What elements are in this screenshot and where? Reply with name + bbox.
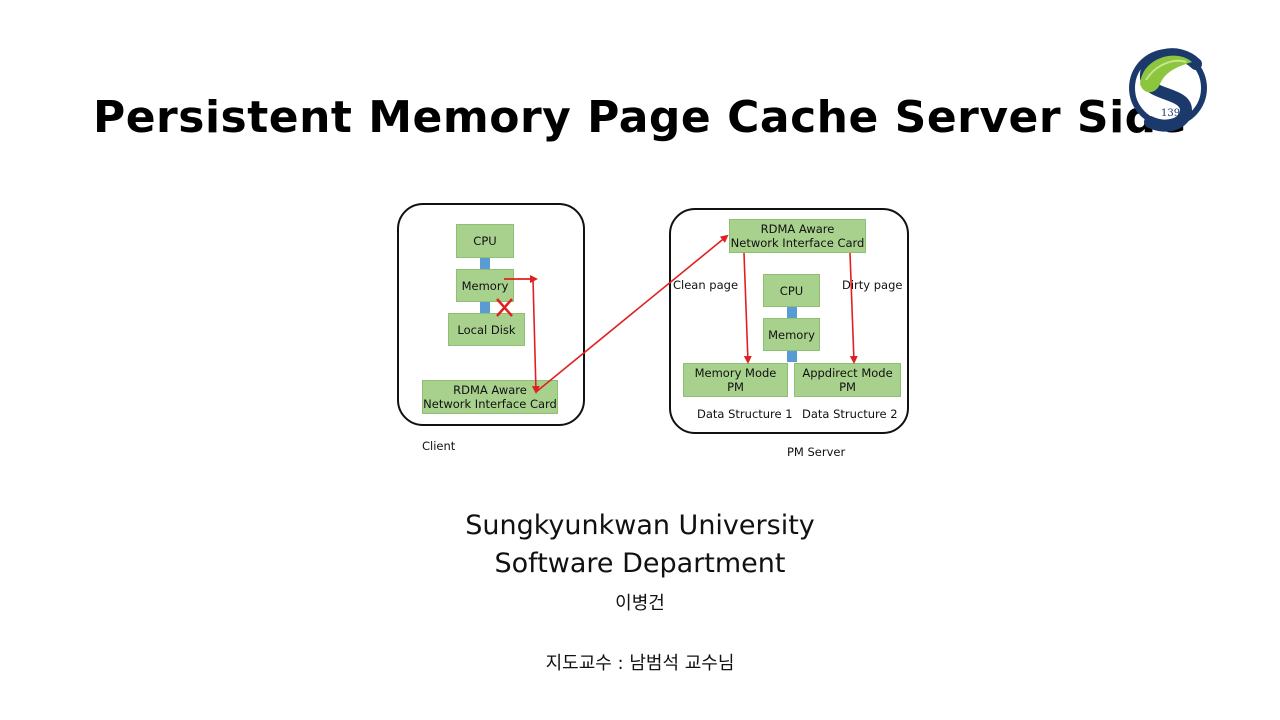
university-logo: 1398 xyxy=(1129,48,1207,132)
slide-title: Persistent Memory Page Cache Server Side xyxy=(92,92,1188,143)
appdirect-mode-pm-box: Appdirect Mode PM xyxy=(794,363,901,397)
department-name: Software Department xyxy=(494,548,786,579)
client-local-disk-box: Local Disk xyxy=(448,313,525,346)
advisor-line: 지도교수 : 남범석 교수님 xyxy=(545,653,735,674)
client-memory-box: Memory xyxy=(456,269,514,302)
data-structure-1-label: Data Structure 1 xyxy=(697,407,793,421)
server-bus-2 xyxy=(787,351,797,362)
client-caption: Client xyxy=(422,439,456,453)
university-name: Sungkyunkwan University xyxy=(465,510,815,541)
server-cpu-box: CPU xyxy=(763,274,820,307)
memory-mode-pm-box: Memory Mode PM xyxy=(683,363,788,397)
client-nic-box: RDMA Aware Network Interface Card xyxy=(422,380,558,414)
clean-page-label: Clean page xyxy=(673,278,739,292)
logo-year: 1398 xyxy=(1161,108,1186,119)
server-memory-box: Memory xyxy=(763,318,820,351)
server-caption: PM Server xyxy=(787,445,846,459)
client-cpu-box: CPU xyxy=(456,224,514,258)
server-nic-box: RDMA Aware Network Interface Card xyxy=(729,219,866,253)
student-name: 이병건 xyxy=(615,593,665,614)
client-bus-2 xyxy=(480,302,490,313)
data-structure-2-label: Data Structure 2 xyxy=(802,407,898,421)
server-bus-1 xyxy=(787,307,797,318)
dirty-page-label: Dirty page xyxy=(842,278,903,292)
client-bus-1 xyxy=(480,258,490,269)
